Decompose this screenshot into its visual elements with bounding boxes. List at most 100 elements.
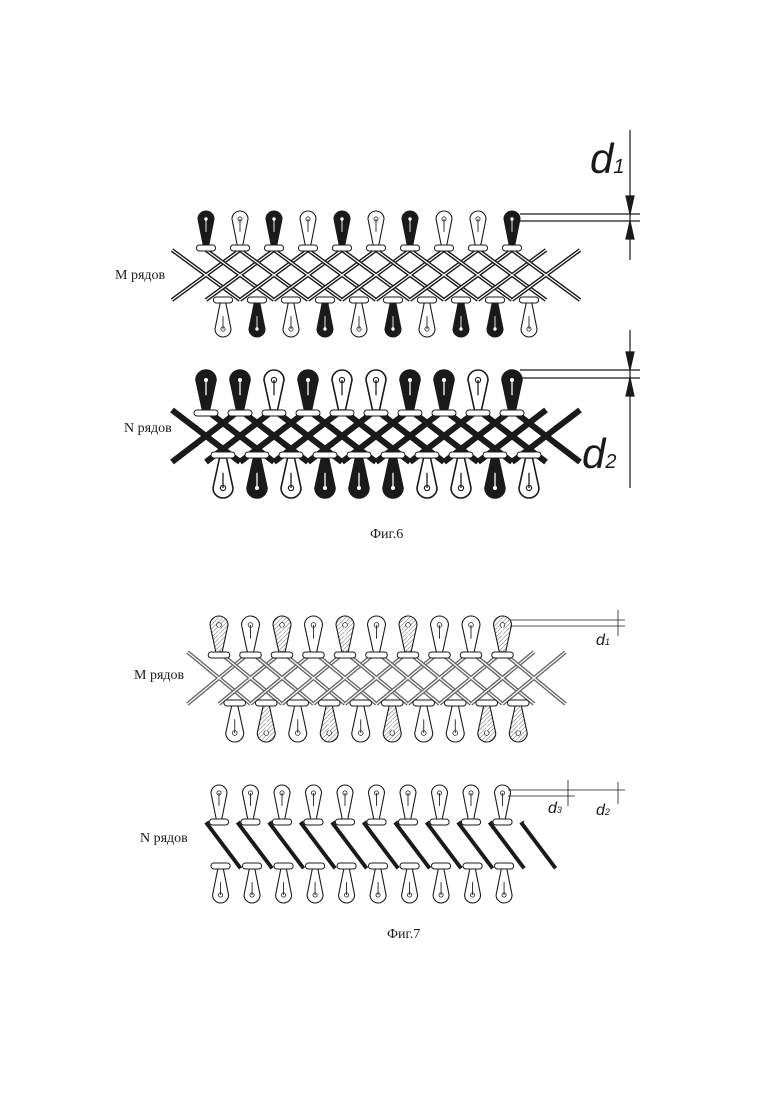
wire — [238, 822, 273, 868]
link-bottom-collar — [381, 700, 403, 706]
fig7-caption: Фиг.7 — [387, 927, 420, 943]
wire — [364, 822, 399, 868]
link-bottom-collar — [383, 297, 402, 303]
link-bottom-collar — [381, 452, 405, 458]
link-top-collar — [335, 819, 354, 825]
link-top-collar — [432, 410, 456, 416]
link-top-collar — [400, 245, 419, 251]
fig6-row-n — [172, 370, 580, 498]
link-bottom-collar — [494, 863, 513, 869]
link-bottom-collar — [211, 452, 235, 458]
link-top-collar — [466, 410, 490, 416]
link-bottom-collar — [224, 700, 246, 706]
link-top-collar — [398, 410, 422, 416]
link-top-collar — [429, 652, 451, 658]
link-bottom-collar — [305, 863, 324, 869]
link-top-collar — [240, 652, 262, 658]
wire-highlight — [335, 822, 370, 868]
wire-highlight — [430, 822, 465, 868]
link-bottom-collar — [247, 297, 266, 303]
link-bottom-collar — [255, 700, 277, 706]
link-top-collar — [296, 410, 320, 416]
fig7-row-n — [206, 785, 559, 903]
link-top-collar — [241, 819, 260, 825]
link-top-collar — [430, 819, 449, 825]
link-bottom-collar — [400, 863, 419, 869]
link-top-collar — [271, 652, 293, 658]
link-top-collar — [366, 652, 388, 658]
fig6-d1-symbol: d1 — [590, 135, 624, 183]
link-top-collar — [196, 245, 215, 251]
link-bottom-collar — [485, 297, 504, 303]
link-bottom-collar — [315, 297, 334, 303]
link-bottom-collar — [451, 297, 470, 303]
link-bottom-collar — [444, 700, 466, 706]
link-bottom-collar — [211, 863, 230, 869]
link-bottom-collar — [213, 297, 232, 303]
link-top-collar — [209, 819, 228, 825]
link-top-collar — [460, 652, 482, 658]
link-bottom-collar — [313, 452, 337, 458]
wire-highlight — [367, 822, 402, 868]
link-bottom-collar — [415, 452, 439, 458]
wire — [332, 822, 367, 868]
wire — [301, 822, 336, 868]
link-bottom-collar — [517, 452, 541, 458]
link-bottom-collar — [318, 700, 340, 706]
wire-highlight — [209, 822, 244, 868]
fig6-caption: Фиг.6 — [370, 527, 403, 543]
link-top-collar — [468, 245, 487, 251]
link-bottom-collar — [519, 297, 538, 303]
wire-highlight — [272, 822, 307, 868]
fig7-row-m-label: М рядов — [134, 668, 184, 684]
link-top-collar — [492, 652, 514, 658]
link-bottom-collar — [413, 700, 435, 706]
link-top-collar — [303, 652, 325, 658]
wire-highlight — [398, 822, 433, 868]
link-top-collar — [304, 819, 323, 825]
wire-highlight — [493, 822, 528, 868]
wire-highlight — [304, 822, 339, 868]
link-top-collar — [228, 410, 252, 416]
wire — [395, 822, 430, 868]
link-top-collar — [264, 245, 283, 251]
link-bottom-collar — [242, 863, 261, 869]
link-bottom-collar — [279, 452, 303, 458]
link-bottom-collar — [417, 297, 436, 303]
link-bottom-collar — [245, 452, 269, 458]
fig7-row-m — [188, 616, 566, 742]
link-top-collar — [330, 410, 354, 416]
link-bottom-collar — [337, 863, 356, 869]
link-top-collar — [230, 245, 249, 251]
link-bottom-collar — [274, 863, 293, 869]
link-bottom-collar — [476, 700, 498, 706]
link-bottom-collar — [349, 297, 368, 303]
fig7-d1-symbol: d1 — [596, 632, 610, 650]
wire-highlight — [461, 822, 496, 868]
link-top-collar — [298, 245, 317, 251]
link-bottom-collar — [449, 452, 473, 458]
fig6-row-n-label: N рядов — [124, 421, 172, 437]
link-top-collar — [334, 652, 356, 658]
fig7-d3-symbol: d3 — [548, 800, 562, 818]
link-bottom-collar — [281, 297, 300, 303]
link-bottom-collar — [507, 700, 529, 706]
wire-highlight — [524, 822, 559, 868]
wire — [427, 822, 462, 868]
wire — [521, 822, 556, 868]
wire — [490, 822, 525, 868]
fig7-row-n-label: N рядов — [140, 831, 188, 847]
wire — [206, 822, 241, 868]
link-bottom-collar — [350, 700, 372, 706]
fig6-row-m — [172, 211, 580, 337]
fig7-d2-symbol: d2 — [596, 802, 610, 820]
link-top-collar — [397, 652, 419, 658]
wire — [269, 822, 304, 868]
link-top-collar — [364, 410, 388, 416]
link-top-collar — [262, 410, 286, 416]
link-bottom-collar — [431, 863, 450, 869]
link-top-collar — [493, 819, 512, 825]
fig6-d2-symbol: d2 — [582, 430, 616, 478]
link-top-collar — [461, 819, 480, 825]
fig6-row-m-label: М рядов — [115, 268, 165, 284]
